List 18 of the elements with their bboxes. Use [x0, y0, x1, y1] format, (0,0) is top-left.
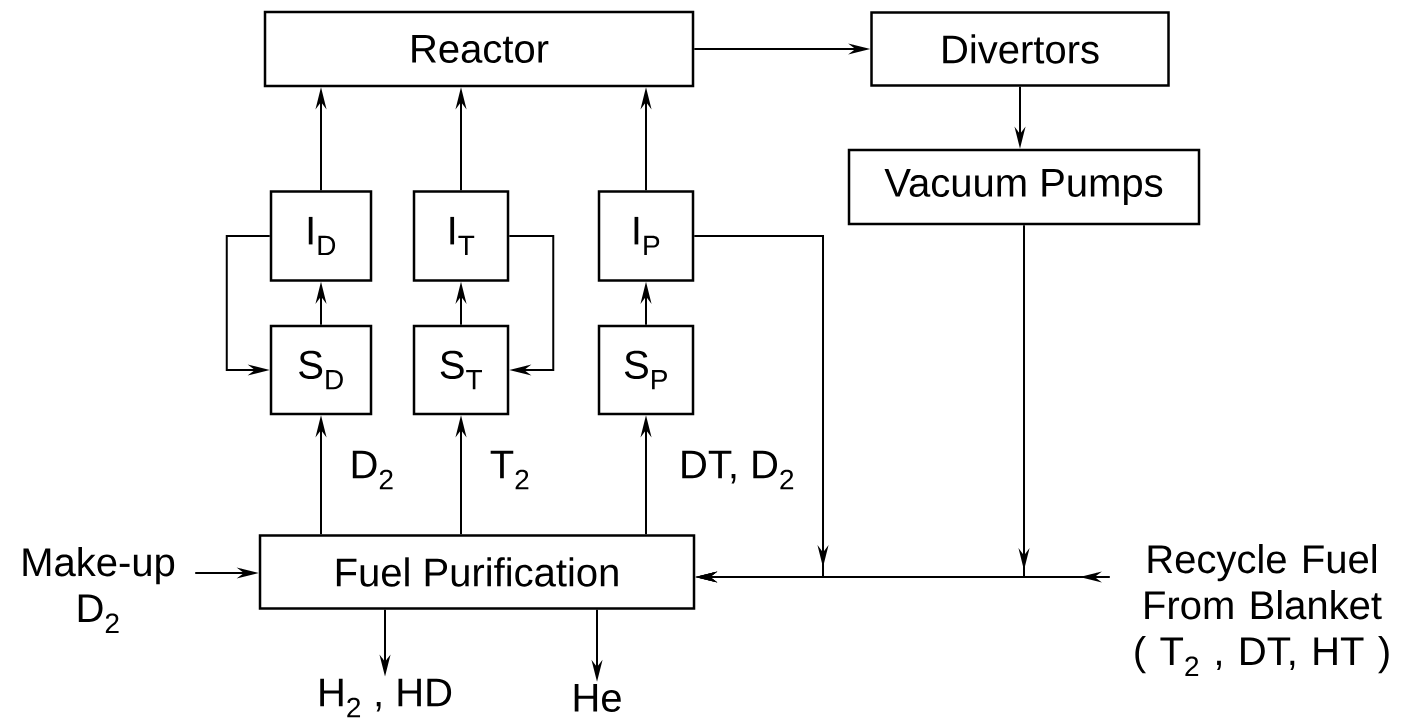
process-box: S$_{P}$ [597, 324, 695, 416]
process-box: I$_{D}$ [269, 190, 373, 282]
stream-label: Make-up D$_{2}$ [23, 547, 175, 633]
process-box: Vacuum Pumps [847, 148, 1201, 226]
stream-label: H$_{2}$ , HD [320, 678, 452, 718]
process-box: Divertors [870, 11, 1170, 87]
edge-label: DT, D$_{2}$ [677, 448, 798, 492]
arrow [508, 235, 555, 376]
process-box: I$_{T}$ [412, 190, 510, 282]
stream-label: He [574, 684, 621, 712]
process-box: Fuel Purification [258, 534, 696, 610]
edge-label: D$_{2}$ [347, 448, 397, 492]
edge-label: T$_{2}$ [487, 448, 533, 492]
process-box: I$_{P}$ [597, 190, 695, 282]
process-box: S$_{D}$ [269, 324, 373, 416]
stream-label: Recycle Fuel From Blanket ( T$_{2}$ , DT, HT ) [1135, 544, 1389, 676]
process-box: S$_{T}$ [412, 324, 510, 416]
process-box: Reactor [263, 10, 695, 88]
